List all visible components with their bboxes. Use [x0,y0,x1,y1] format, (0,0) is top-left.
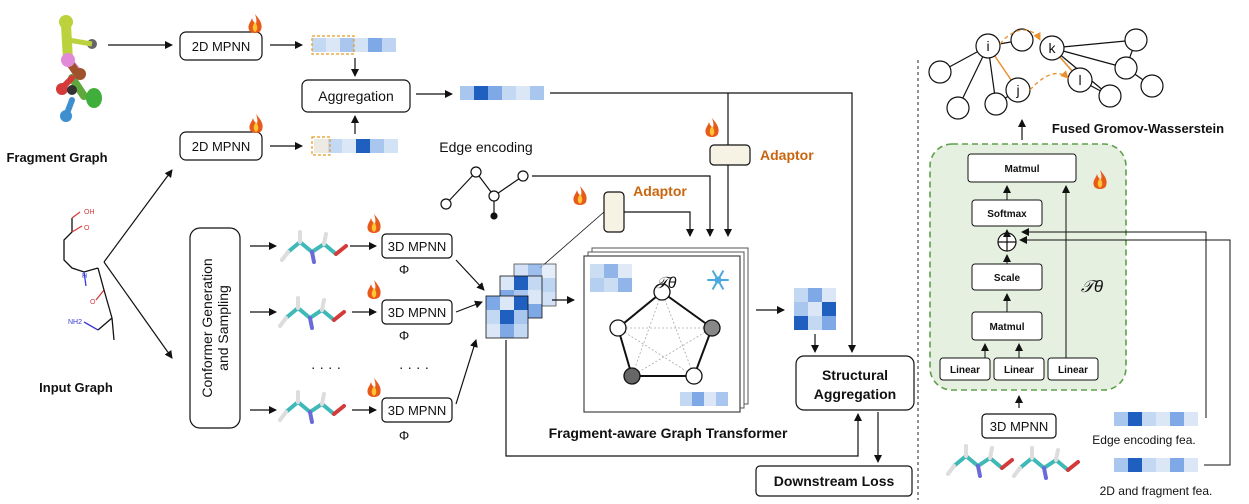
edge-encoding-feature-vector [1114,412,1198,426]
conformer-generation-box [189,227,241,429]
structural-aggregation-line2: Aggregation [814,386,896,402]
linear-label-1: Linear [950,365,980,376]
downstream-loss-box [755,465,913,497]
transformer-output-matrix [794,288,836,330]
conformer-molecule-1 [280,230,348,264]
mpnn-3d-box-3 [381,397,453,423]
adaptor-left-box [603,191,625,233]
mpnn-ellipsis: · · · · [399,359,429,375]
edge-encoding-graph [440,166,529,220]
trainable-fire-icon [367,214,381,233]
trainable-fire-icon [573,186,587,205]
edge-encoding-label: Edge encoding [439,139,532,155]
svg-text:NH2: NH2 [68,319,82,326]
right-mpnn-3d-label: 3D MPNN [990,419,1049,434]
fgw-graphs [928,28,1164,120]
block-symbol: 𝒯θ [1081,277,1104,296]
svg-text:O: O [84,225,90,232]
adaptor-left-label: Adaptor [633,183,687,199]
phi-symbol-1: Φ [399,262,409,277]
conformer-molecule-2 [278,296,346,330]
linear-label-2: Linear [1004,365,1034,376]
right-molecule-2 [1012,446,1080,480]
adaptor-right-box [709,144,751,166]
downstream-loss-label: Downstream Loss [774,473,895,489]
structural-aggregation-line1: Structural [822,367,888,383]
arrow-to-conformer [103,261,173,359]
softmax-label: Softmax [987,209,1027,220]
phi-symbol-3: Φ [399,428,409,443]
matmul-bottom-label: Matmul [990,322,1025,333]
conformer-molecule-3 [278,390,346,424]
node-l-label: l [1078,72,1081,88]
aggregated-fragment-vector [460,86,544,100]
linear-box-1 [939,357,991,381]
mpnn-2d-bottom-box [179,131,263,161]
trainable-fire-icon [367,280,381,299]
conformer-feature-stack [485,263,557,339]
trainable-fire-icon [249,114,263,133]
fgw-label: Fused Gromov-Wasserstein [1052,121,1224,136]
mpnn-2d-top-box [179,31,263,61]
graph-transformer-panel [583,247,749,413]
mpnn-3d-label-3: 3D MPNN [388,403,447,418]
fragment-feature-vector-top [311,35,396,55]
node-j-label: j [1015,82,1019,98]
adaptor-right-label: Adaptor [760,147,814,163]
input-graph-picture: OH O H O NH2 [63,209,115,341]
transformer-symbol: 𝒯θ [656,275,677,292]
conformer-label-line2: and Sampling [215,285,231,371]
aggregation-label: Aggregation [318,88,394,104]
fragment-feature-vector-right [1114,458,1198,472]
svg-text:OH: OH [84,209,95,216]
conformer-label-line1: Conformer Generation [199,258,215,397]
trainable-fire-icon [248,14,262,33]
phi-symbol-2: Φ [399,328,409,343]
node-i-label: i [986,38,989,54]
fragment-graph-picture [56,15,102,122]
mpnn-2d-bottom-label: 2D MPNN [192,139,251,154]
fragment-graph-label: Fragment Graph [6,150,107,165]
mpnn-3d-box-2 [381,299,453,325]
linear-label-3: Linear [1058,365,1088,376]
input-graph-label: Input Graph [39,380,113,395]
mpnn-3d-label-1: 3D MPNN [388,239,447,254]
svg-text:O: O [90,299,96,306]
right-molecule-1 [946,444,1014,478]
edge-encoding-fea-label: Edge encoding fea. [1092,433,1195,447]
transformer-label: Fragment-aware Graph Transformer [549,425,788,441]
matmul-top-box [967,153,1077,183]
mpnn-3d-box-1 [381,233,453,259]
matmul-top-label: Matmul [1005,164,1040,175]
right-mpnn-3d-box [981,413,1057,439]
structural-aggregation-box [795,355,915,411]
aggregation-box [301,79,411,113]
trainable-fire-icon [705,118,719,137]
mpnn-3d-label-2: 3D MPNN [388,305,447,320]
arrow-to-fragment [103,169,173,263]
node-k-label: k [1049,40,1057,56]
mpnn-2d-top-label: 2D MPNN [192,39,251,54]
svg-text:H: H [82,273,87,280]
fragment-feature-vector-bottom [311,136,398,156]
conformer-ellipsis: · · · · [311,359,341,375]
trainable-fire-icon [367,378,381,397]
scale-label: Scale [994,273,1021,284]
linear-box-3 [1047,357,1099,381]
fragment-fea-label: 2D and fragment fea. [1100,484,1213,498]
